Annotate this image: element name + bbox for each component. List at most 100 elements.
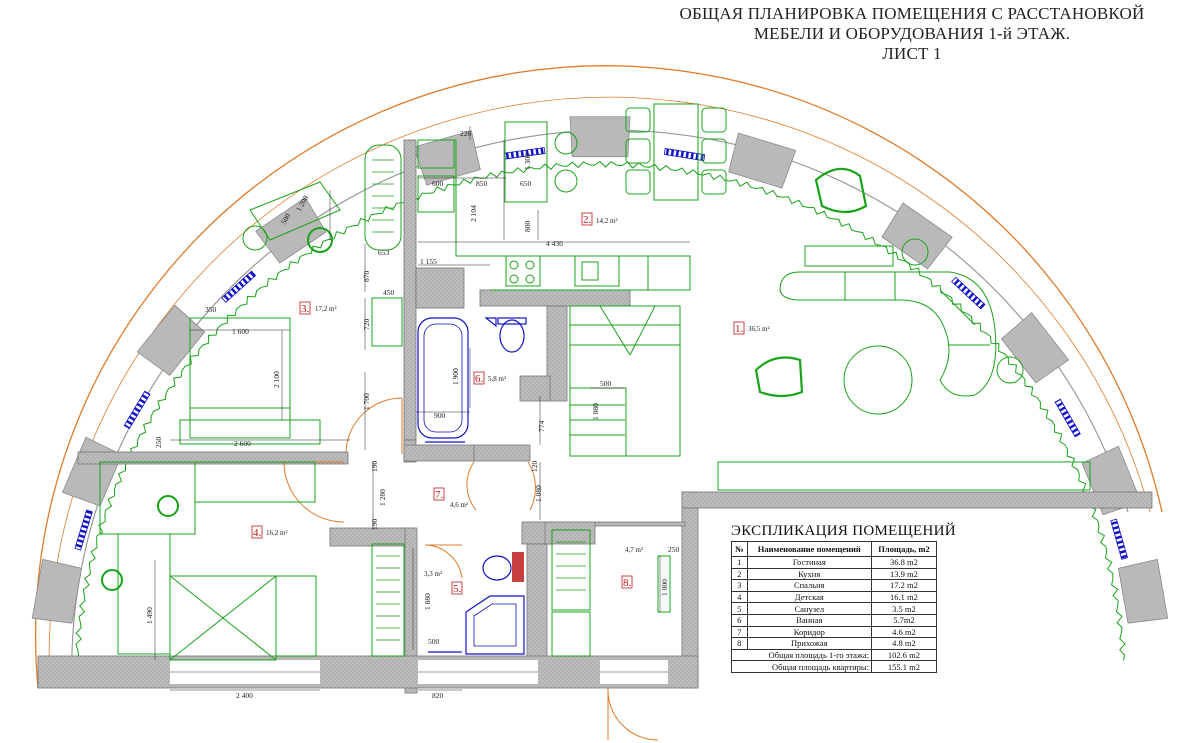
explication-title: ЭКСПЛИКАЦИЯ ПОМЕЩЕНИЙ (731, 523, 956, 539)
window-piers (31, 116, 1169, 624)
kids-wardrobe (371, 543, 405, 657)
dim-2104: 2 104 (469, 205, 478, 222)
radiators (74, 147, 1128, 560)
dim-1700: 1 700 (362, 393, 371, 410)
explication-cell-area: 3.5 m2 (870, 602, 938, 615)
svg-text:5.: 5. (453, 583, 462, 595)
dim-190-top: 190 (370, 461, 379, 473)
explication-cell-num: 4 (731, 590, 748, 604)
curtains (73, 160, 1126, 661)
dim-2600: 2 600 (234, 439, 251, 448)
door-entrance[interactable] (607, 687, 659, 741)
door-kids[interactable] (283, 461, 345, 523)
dim-1280: 1 280 (378, 489, 387, 506)
title-line-2: МЕБЕЛИ И ОБОРУДОВАНИЯ 1-й ЭТАЖ. (753, 24, 1071, 43)
svg-text:7.: 7. (435, 489, 444, 501)
wardrobe (364, 144, 402, 251)
explication-cell-name: Прихожая (746, 637, 872, 650)
svg-text:36,5 m²: 36,5 m² (748, 325, 770, 333)
explication-cell-area: 16.1 m2 (870, 590, 938, 604)
explication-cell-area: 17.2 m2 (870, 579, 938, 592)
explication-cell-area: 4.8 m2 (870, 637, 938, 650)
window-pier (136, 304, 206, 376)
wall-bath-stairs (546, 305, 568, 402)
dim-450: 450 (383, 288, 395, 297)
dim-774: 774 (537, 421, 546, 433)
header-num: № (731, 541, 748, 557)
dim-wc-500: 500 (428, 637, 440, 646)
room-label-8: 8. 4,7 m² (621, 546, 643, 589)
dim-bath-1900: 1 900 (451, 368, 460, 385)
explication-cell-area: 13.9 m2 (870, 567, 938, 581)
radiator (123, 390, 151, 430)
explication: ЭКСПЛИКАЦИЯ ПОМЕЩЕНИЙ № Наименование пом… (731, 522, 956, 673)
wall-kitchen-bath (479, 289, 631, 307)
explication-cell-name: Коридор (746, 625, 872, 639)
window-pier (1000, 312, 1070, 384)
dim-820: 820 (432, 691, 444, 700)
total-floor-value: 102.6 m2 (870, 648, 938, 662)
dim-2400: 2 400 (236, 691, 253, 700)
radiator (221, 270, 257, 303)
armchair-2 (754, 356, 804, 398)
dim-720: 720 (362, 319, 371, 331)
explication-cell-num: 7 (731, 625, 748, 639)
door-bedroom[interactable] (345, 397, 403, 453)
dim-1080: 1 080 (534, 485, 543, 502)
radiator (1110, 518, 1128, 560)
title-line-1: ОБЩАЯ ПЛАНИРОВКА ПОМЕЩЕНИЯ С РАССТАНОВКО… (679, 4, 1145, 23)
svg-text:17,2 m²: 17,2 m² (315, 305, 337, 313)
window-pier (1117, 558, 1169, 624)
door-wc[interactable] (424, 544, 463, 579)
furniture (99, 103, 1091, 661)
dim-2100: 2 100 (272, 371, 281, 388)
svg-text:14,2 m²: 14,2 m² (596, 217, 618, 225)
room-label-4: 4. 16,2 m² (251, 525, 288, 539)
tv-console (717, 461, 1091, 491)
explication-cell-num: 3 (731, 579, 748, 592)
dimension-lines (154, 126, 690, 691)
room-label-1: 1. 36,5 m² (733, 321, 770, 335)
radiator (1054, 398, 1081, 438)
dim-653: 653 (378, 248, 390, 257)
svg-text:4,6 m²: 4,6 m² (450, 501, 468, 509)
hall-wardrobe (551, 529, 591, 611)
title-line-3: ЛИСТ 1 (882, 44, 942, 63)
total-apartment-row: Общая площадь квартиры: 155.1 m2 (731, 660, 938, 673)
door-bath[interactable] (466, 461, 477, 511)
room-label-6: 6. 5,8 m² (473, 371, 506, 385)
window-pier (881, 202, 953, 270)
kitchen-stool-1 (554, 131, 578, 155)
room-labels: 1. 36,5 m² 2. 14,2 m² 3. 17,2 m² 4. 16,2… (251, 212, 770, 595)
room-label-2: 2. 14,2 m² (581, 212, 618, 226)
window-pier (31, 558, 83, 624)
explication-cell-area: 4.6 m2 (870, 625, 938, 639)
dim-350: 350 (205, 305, 217, 314)
door-stairs[interactable] (527, 461, 536, 511)
wall-bath-bottom (471, 444, 531, 462)
svg-text:8.: 8. (623, 577, 632, 589)
radiator (74, 509, 93, 551)
room-label-5: 5. 3,3 m² (424, 570, 463, 595)
curtain-line (73, 160, 1126, 661)
explication-cell-name: Спальня (746, 579, 872, 592)
staircase (569, 305, 681, 457)
svg-text:3.: 3. (301, 303, 310, 315)
dim-hall-250: 250 (668, 545, 680, 554)
explication-cell-area: 36.8 m2 (870, 556, 938, 569)
wall-kitchen-bedroom (403, 139, 417, 441)
svg-text:6.: 6. (475, 373, 484, 385)
double-bed (189, 317, 291, 439)
header-area: Площадь, m2 (870, 541, 938, 557)
explication-cell-name: Кухня (746, 567, 872, 581)
svg-text:16,2 m²: 16,2 m² (266, 529, 288, 537)
dim-120: 120 (530, 461, 539, 473)
